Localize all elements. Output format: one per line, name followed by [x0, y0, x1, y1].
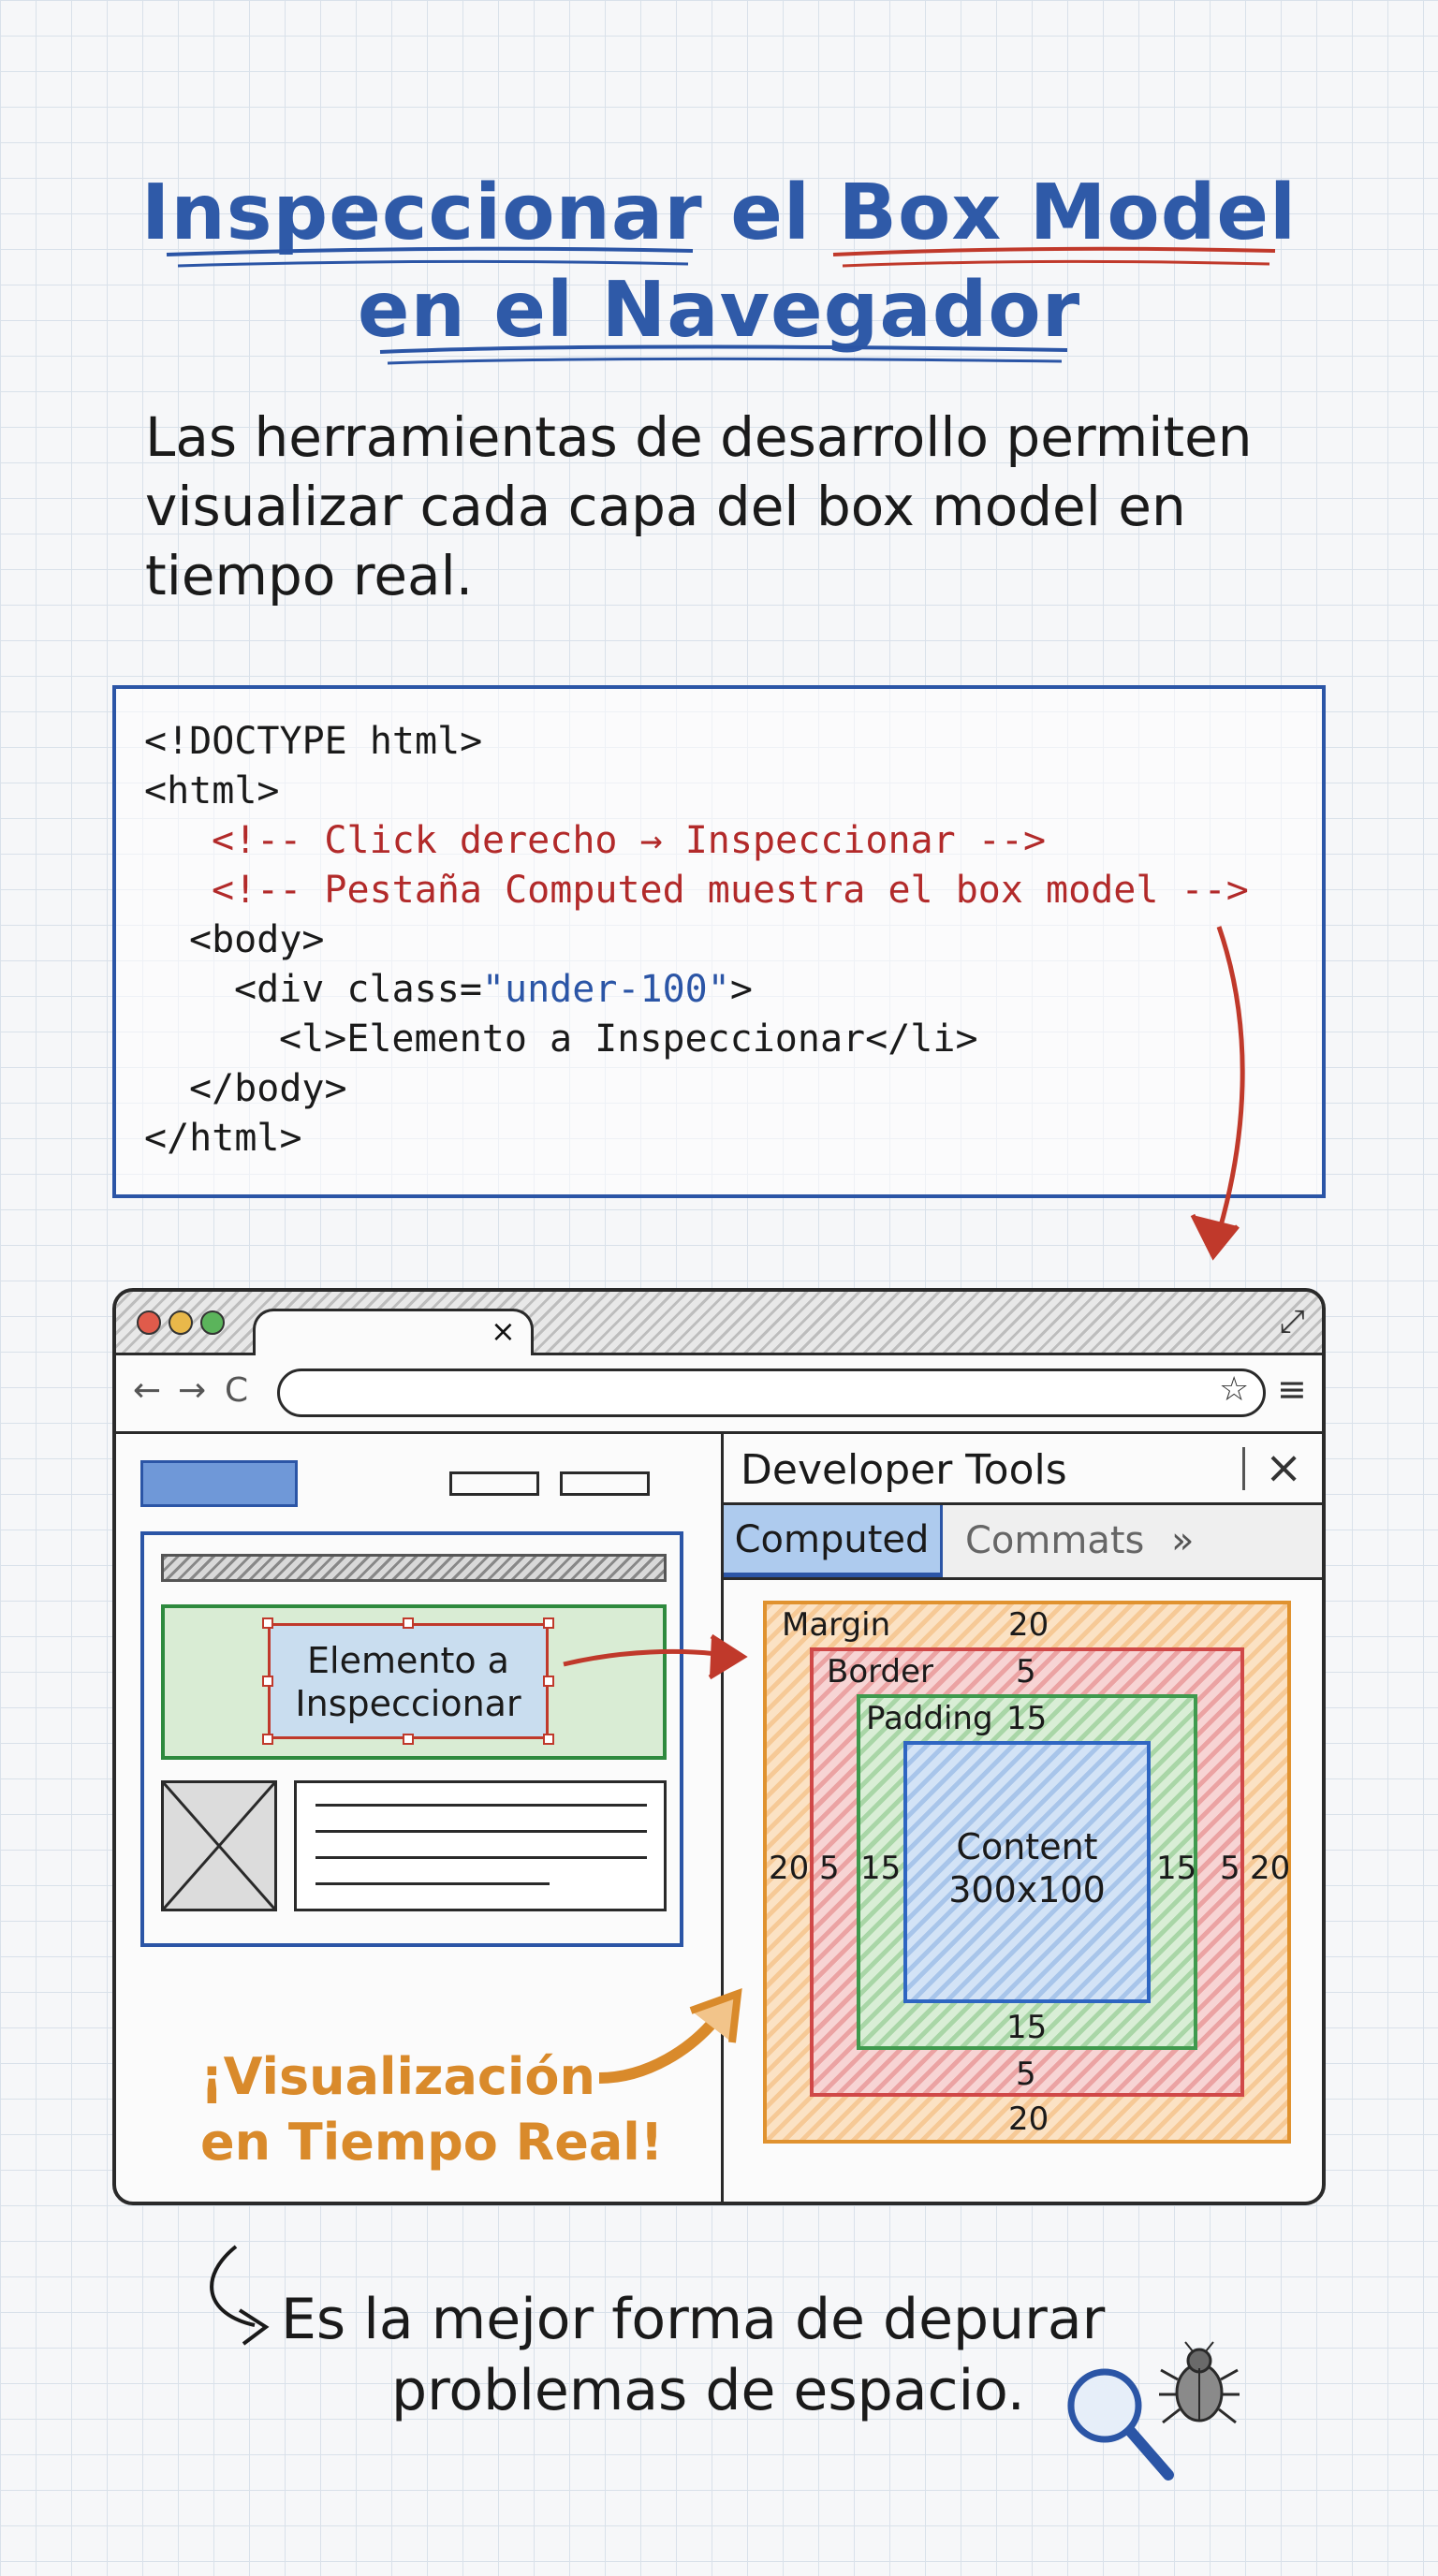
curved-arrow-icon	[210, 2245, 270, 2346]
selection-handle	[403, 1617, 414, 1629]
maximize-window-dot[interactable]	[200, 1310, 225, 1335]
red-arrow-down	[1190, 926, 1245, 1261]
code-div-line: <div class="under-100">	[144, 965, 1294, 1015]
border-label: Border	[827, 1653, 933, 1690]
selection-handle	[543, 1676, 554, 1687]
website-preview: Elemento a Inspeccionar	[116, 1434, 721, 2202]
box-model-content	[903, 1741, 1151, 2003]
code-class-value: "under-100"	[481, 968, 730, 1011]
page-frame: Elemento a Inspeccionar	[140, 1531, 683, 1947]
code-html-close: </html>	[144, 1117, 302, 1160]
tab-computed[interactable]: Computed	[724, 1505, 943, 1577]
image-placeholder-icon	[162, 1782, 276, 1910]
red-arrow-right	[563, 1633, 748, 1680]
footer-message: Es la mejor forma de depurar problemas d…	[281, 2284, 1217, 2426]
devtools-title: Developer Tools	[741, 1446, 1067, 1494]
devtools-panel: Developer Tools × Computed Commats » Mar…	[724, 1434, 1322, 2202]
selection-handle	[543, 1617, 554, 1629]
selection-handle	[262, 1617, 273, 1629]
padding-top-value: 15	[1006, 1700, 1048, 1737]
margin-right-value: 20	[1250, 1850, 1291, 1887]
code-body-close: </body>	[189, 1067, 347, 1110]
realtime-callout: ¡Visualización en Tiempo Real!	[200, 2044, 663, 2175]
padding-bottom-value: 15	[1006, 2009, 1048, 2046]
browser-window: × ⤢ ← → C ☆ ≡ Elemento a Inspeccionar	[112, 1288, 1326, 2205]
selection-handle	[262, 1734, 273, 1745]
content-size: 300x100	[948, 1869, 1106, 1910]
devtools-close-icon[interactable]: ×	[1265, 1442, 1303, 1494]
border-top-value: 5	[1016, 1653, 1036, 1690]
bug-icon	[1159, 2341, 1240, 2424]
padding-left-value: 15	[860, 1850, 902, 1887]
page-title: Inspeccionar el Box Model en el Navegado…	[0, 165, 1438, 359]
subtitle: Las herramientas de desarrollo permiten …	[145, 405, 1253, 607]
margin-top-value: 20	[1008, 1606, 1049, 1644]
margin-label: Margin	[782, 1606, 891, 1644]
devtools-header: Developer Tools ×	[724, 1434, 1322, 1505]
reload-icon[interactable]: C	[225, 1371, 249, 1410]
code-panel: <!DOCTYPE html> <html> <!-- Click derech…	[112, 685, 1326, 1198]
code-div-close: >	[729, 968, 753, 1011]
title-line-2: en el Navegador	[357, 266, 1081, 355]
selection-handle	[403, 1734, 414, 1745]
browser-tab[interactable]	[253, 1309, 534, 1357]
code-html-open: <html>	[144, 769, 280, 812]
address-bar[interactable]	[277, 1368, 1266, 1417]
text-placeholder	[294, 1780, 667, 1911]
minimize-window-dot[interactable]	[169, 1310, 193, 1335]
code-div-tag: <div class=	[234, 968, 482, 1011]
content-info: Content 300x100	[903, 1825, 1151, 1911]
devtools-tabs: Computed Commats »	[724, 1505, 1322, 1580]
title-line-1: Inspeccionar el Box Model	[140, 168, 1298, 257]
close-window-dot[interactable]	[137, 1310, 161, 1335]
more-tabs-icon[interactable]: »	[1171, 1519, 1195, 1562]
magnifier-icon	[1067, 2368, 1174, 2481]
title-underlines	[166, 246, 1276, 365]
margin-left-value: 20	[769, 1850, 810, 1887]
site-logo	[140, 1460, 298, 1507]
orange-arrow	[598, 1988, 742, 2084]
code-comment-1: <!-- Click derecho → Inspeccionar -->	[212, 819, 1047, 862]
menu-icon[interactable]: ≡	[1277, 1368, 1307, 1410]
pane-divider[interactable]	[721, 1434, 724, 2202]
tab-close-icon[interactable]: ×	[491, 1313, 516, 1349]
footer-line-2: problemas de espacio.	[391, 2358, 1025, 2423]
star-icon[interactable]: ☆	[1219, 1370, 1250, 1409]
padding-label: Padding	[866, 1700, 993, 1737]
expand-icon[interactable]: ⤢	[1279, 1303, 1305, 1340]
padding-right-value: 15	[1156, 1850, 1197, 1887]
image-placeholder	[161, 1780, 277, 1911]
code-comment-2: <!-- Pestaña Computed muestra el box mod…	[212, 869, 1249, 912]
code-li-line: <l>Elemento a Inspeccionar</li>	[279, 1017, 978, 1061]
devtools-separator	[1242, 1447, 1245, 1490]
back-icon[interactable]: ←	[133, 1371, 162, 1410]
container-box: Elemento a Inspeccionar	[161, 1604, 667, 1760]
code-body-open: <body>	[189, 918, 325, 961]
border-right-value: 5	[1220, 1850, 1240, 1887]
realtime-line-2: en Tiempo Real!	[200, 2113, 664, 2172]
tab-commats[interactable]: Commats	[965, 1519, 1145, 1562]
header-placeholder	[161, 1554, 667, 1582]
forward-icon[interactable]: →	[178, 1371, 207, 1410]
code-doctype: <!DOCTYPE html>	[144, 720, 483, 763]
border-bottom-value: 5	[1016, 2056, 1036, 2093]
margin-bottom-value: 20	[1008, 2100, 1049, 2138]
selection-handle	[262, 1676, 273, 1687]
site-nav-link-1[interactable]	[449, 1471, 539, 1496]
footer-line-1: Es la mejor forma de depurar	[281, 2287, 1106, 2352]
browser-titlebar: × ⤢	[116, 1292, 1322, 1357]
browser-navbar: ← → C ☆ ≡	[116, 1355, 1322, 1434]
content-label: Content	[956, 1826, 1098, 1867]
site-nav-link-2[interactable]	[560, 1471, 650, 1496]
border-left-value: 5	[819, 1850, 840, 1887]
inspected-element[interactable]: Elemento a Inspeccionar	[268, 1623, 549, 1739]
selection-handle	[543, 1734, 554, 1745]
realtime-line-1: ¡Visualización	[200, 2047, 595, 2106]
